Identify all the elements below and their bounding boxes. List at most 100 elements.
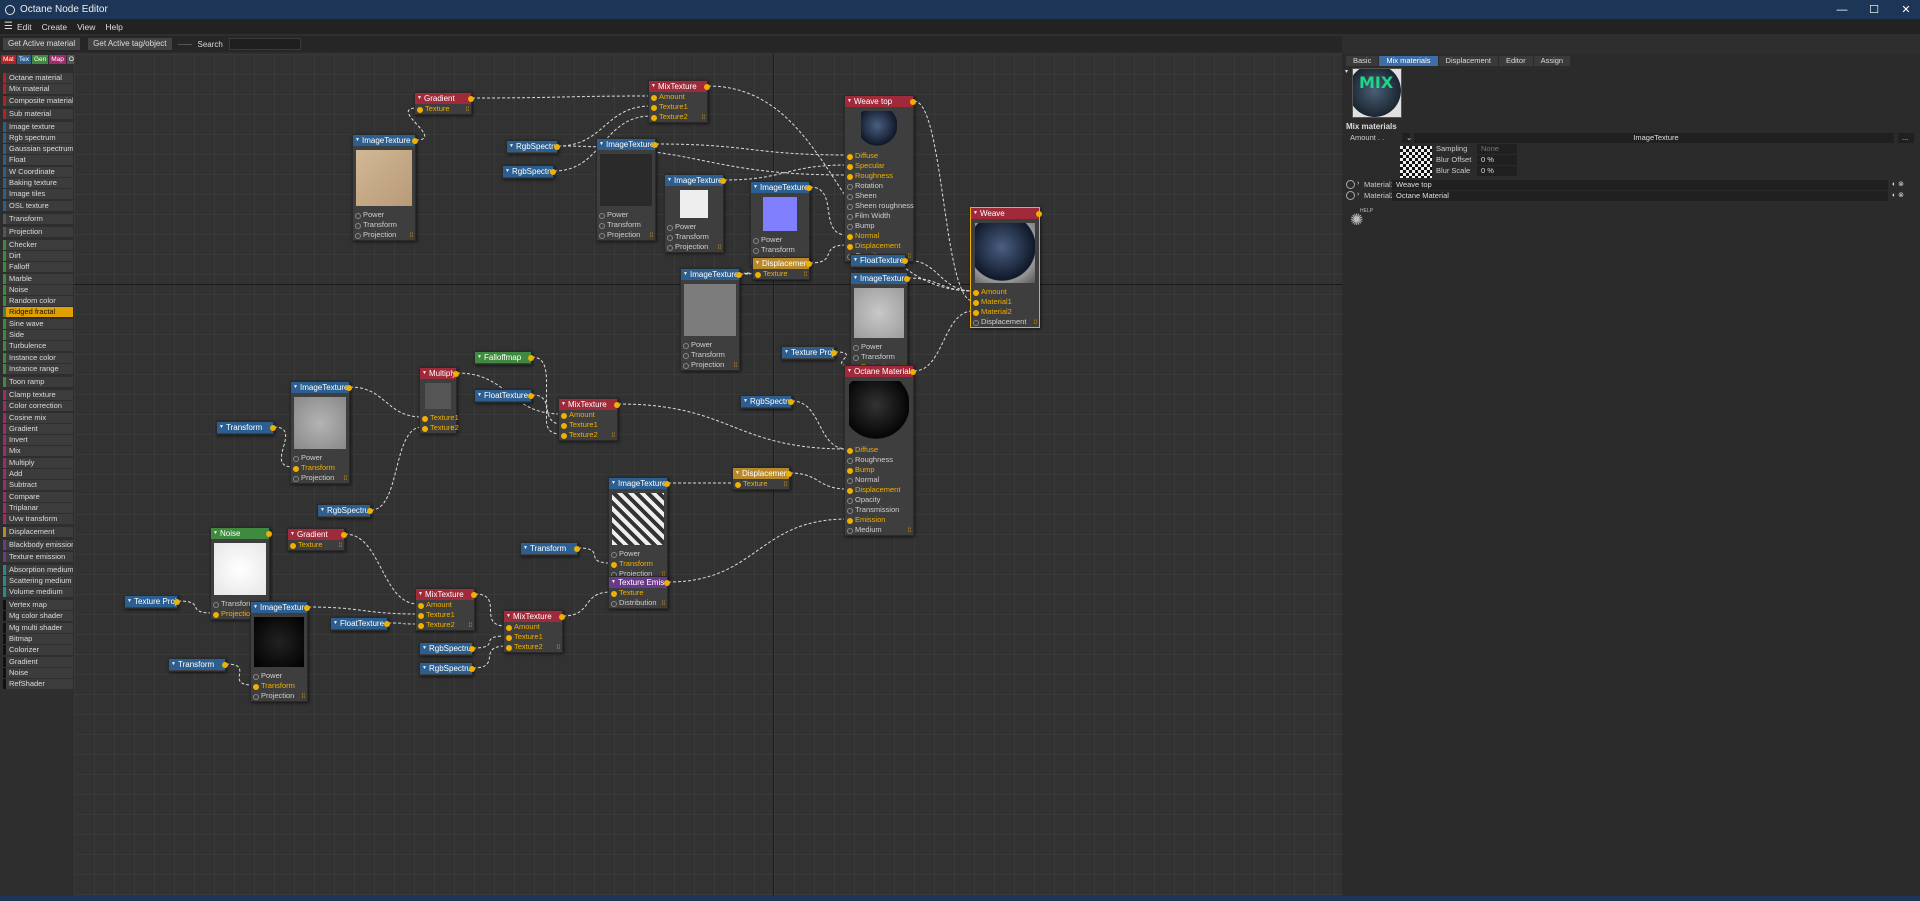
input-port-transform[interactable]: Transform	[681, 350, 739, 360]
node-header[interactable]: RgbSpectrum	[318, 505, 370, 516]
output-port[interactable]	[550, 169, 556, 175]
node-header[interactable]: Displacement	[753, 258, 809, 269]
node-floattexture[interactable]: FloatTexture	[850, 254, 908, 268]
output-port[interactable]	[453, 371, 459, 377]
resize-grip-icon[interactable]: ⁞⁞	[611, 433, 615, 439]
node-header[interactable]: ImageTexture	[751, 182, 809, 193]
palette-item-baking-texture[interactable]: Baking texture	[3, 178, 73, 189]
resize-grip-icon[interactable]: ⁞⁞	[661, 572, 665, 578]
output-port[interactable]	[304, 605, 310, 611]
palette-item-mix[interactable]: Mix	[3, 446, 73, 457]
output-port[interactable]	[528, 393, 534, 399]
output-port[interactable]	[471, 592, 477, 598]
palette-item-octane-material[interactable]: Octane material	[3, 73, 73, 83]
node-header[interactable]: Falloffmap	[475, 352, 531, 363]
node-header[interactable]: Noise	[211, 528, 269, 539]
node-weave-top[interactable]: Weave topDiffuseSpecularRoughnessRotatio…	[844, 95, 916, 262]
input-port-projection[interactable]: Projection	[251, 691, 307, 701]
node-octane-material[interactable]: Octane MaterialDiffuseRoughnessBumpNorma…	[844, 365, 916, 536]
node-canvas[interactable]: ImageTexturePowerTransformProjection⁞⁞Gr…	[74, 54, 1342, 896]
palette-item-transform[interactable]: Transform	[3, 213, 73, 224]
palette-item-image-tiles[interactable]: Image tiles	[3, 189, 73, 200]
input-port-power[interactable]: Power	[291, 453, 349, 463]
palette-item-float[interactable]: Float	[3, 155, 73, 166]
tab-displacement[interactable]: Displacement	[1438, 56, 1498, 66]
material2-field[interactable]: Octane Material	[1392, 191, 1888, 201]
input-port-transmission[interactable]: Transmission	[845, 505, 913, 515]
node-texture-proj[interactable]: Texture Proj	[124, 595, 180, 609]
node-header[interactable]: FloatTexture	[475, 390, 531, 401]
material2-action-icons[interactable]: ◐ ⊗	[1892, 192, 1905, 199]
search-input[interactable]	[228, 38, 301, 50]
input-port-diffuse[interactable]: Diffuse	[845, 445, 913, 455]
node-header[interactable]: ImageTexture	[291, 382, 349, 393]
input-port-emission[interactable]: Emission	[845, 515, 913, 525]
palette-item-bitmap[interactable]: Bitmap	[3, 633, 73, 644]
input-port-power[interactable]: Power	[609, 549, 667, 559]
input-port-material2[interactable]: Material2	[971, 307, 1039, 317]
input-port-texture1[interactable]: Texture1	[649, 102, 707, 112]
category-tab-mat[interactable]: Mat	[1, 55, 16, 64]
tab-assign[interactable]: Assign	[1533, 56, 1571, 66]
input-port-opacity[interactable]: Opacity	[845, 495, 913, 505]
input-port-transform[interactable]: Transform	[353, 220, 415, 230]
output-port[interactable]	[720, 178, 726, 184]
input-port-texture[interactable]: Texture	[609, 588, 667, 598]
input-port-texture1[interactable]: Texture1	[504, 632, 562, 642]
node-header[interactable]: Weave	[971, 208, 1039, 219]
node-header[interactable]: FloatTexture	[331, 618, 387, 629]
input-port-power[interactable]: Power	[665, 222, 723, 232]
input-port-projection[interactable]: Projection	[597, 230, 655, 240]
palette-item-scattering-medium[interactable]: Scattering medium	[3, 575, 73, 586]
node-header[interactable]: Transform	[217, 422, 273, 433]
palette-item-noise[interactable]: Noise	[3, 284, 73, 295]
palette-item-image-texture[interactable]: Image texture	[3, 121, 73, 132]
input-port-rotation[interactable]: Rotation	[845, 181, 913, 191]
node-weave[interactable]: WeaveAmountMaterial1Material2Displacemen…	[970, 207, 1042, 328]
sampling-select[interactable]: None	[1477, 144, 1517, 154]
output-port[interactable]	[910, 99, 916, 105]
input-port-projection[interactable]: Projection	[681, 360, 739, 370]
input-port-roughness[interactable]: Roughness	[845, 455, 913, 465]
palette-item-osl-texture[interactable]: OSL texture	[3, 200, 73, 211]
palette-item-clamp-texture[interactable]: Clamp texture	[3, 389, 73, 400]
input-port-medium[interactable]: Medium	[845, 525, 913, 535]
node-rgbspectrum[interactable]: RgbSpectrum	[419, 642, 475, 656]
palette-item-displacement[interactable]: Displacement	[3, 527, 73, 538]
resize-grip-icon[interactable]: ⁞⁞	[701, 115, 705, 121]
minimize-icon[interactable]: —	[1836, 3, 1848, 16]
node-header[interactable]: Gradient	[415, 93, 471, 104]
node-falloffmap[interactable]: Falloffmap	[474, 351, 534, 365]
material1-radio-icon[interactable]	[1346, 180, 1355, 189]
amount-dropdown[interactable]: ⌄	[1402, 133, 1412, 143]
input-port-amount[interactable]: Amount	[416, 600, 474, 610]
input-port-film-width[interactable]: Film Width	[845, 211, 913, 221]
node-rgbspectrum[interactable]: RgbSpectrum	[502, 165, 556, 179]
tab-editor[interactable]: Editor	[1498, 56, 1533, 66]
menu-edit[interactable]: Edit	[16, 21, 32, 32]
node-header[interactable]: Displacement	[733, 468, 789, 479]
output-port[interactable]	[384, 621, 390, 627]
resize-grip-icon[interactable]: ⁞⁞	[907, 254, 911, 260]
input-port-amount[interactable]: Amount	[971, 287, 1039, 297]
palette-item-triplanar[interactable]: Triplanar	[3, 502, 73, 513]
input-port-diffuse[interactable]: Diffuse	[845, 151, 913, 161]
palette-item-instance-range[interactable]: Instance range	[3, 363, 73, 374]
node-rgbspectrum[interactable]: RgbSpectrum	[317, 504, 373, 518]
node-header[interactable]: RgbSpectrum	[503, 166, 553, 177]
menu-view[interactable]: View	[77, 21, 96, 32]
output-port[interactable]	[1036, 211, 1042, 217]
palette-item-turbulence[interactable]: Turbulence	[3, 341, 73, 352]
input-port-specular[interactable]: Specular	[845, 161, 913, 171]
input-port-projection[interactable]: Projection	[353, 230, 415, 240]
palette-item-w-coordinate[interactable]: W Coordinate	[3, 166, 73, 177]
input-port-distribution[interactable]: Distribution	[609, 598, 667, 608]
node-header[interactable]: Multiply	[420, 368, 456, 379]
node-header[interactable]: ImageTexture	[353, 135, 415, 146]
node-header[interactable]: RgbSpectrum	[420, 663, 472, 674]
